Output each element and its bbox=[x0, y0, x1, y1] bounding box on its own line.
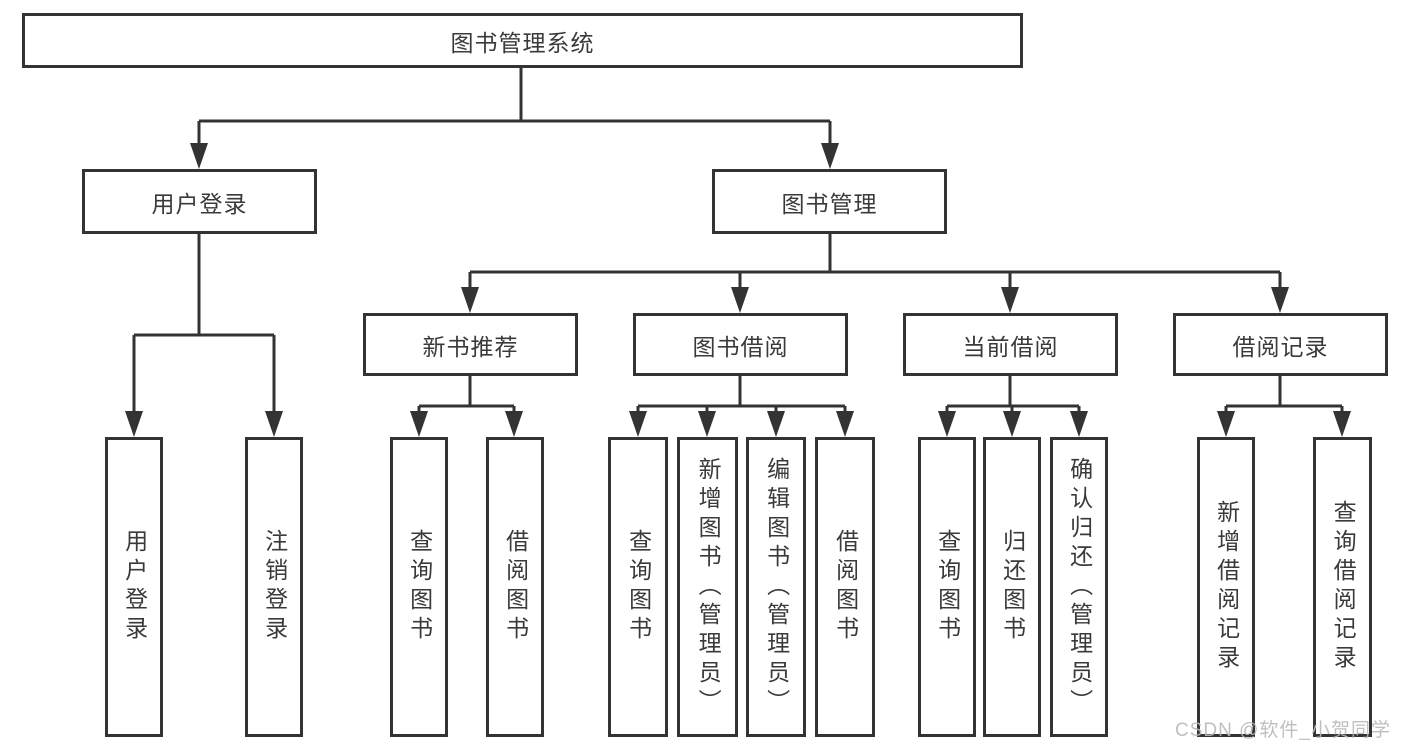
arrow-down-icon bbox=[1003, 411, 1021, 437]
connector-current-borrow-to-leaves bbox=[938, 376, 1088, 437]
leaf-bb-query-books-label: 查询图书 bbox=[625, 529, 652, 645]
connector-user-login-to-leaves bbox=[125, 233, 283, 437]
leaf-logout-label: 注销登录 bbox=[261, 529, 288, 645]
arrow-down-icon bbox=[461, 287, 479, 313]
node-book-borrowing-label: 图书借阅 bbox=[692, 333, 789, 360]
connector-new-books-to-leaves bbox=[410, 376, 523, 437]
leaf-br-query-record: 查询借阅记录 bbox=[1313, 437, 1372, 737]
node-current-borrowing: 当前借阅 bbox=[903, 313, 1118, 376]
connector-borrow-records-to-leaves bbox=[1217, 376, 1351, 437]
leaf-cb-confirm-return-admin: 确认归还（管理员） bbox=[1050, 437, 1108, 737]
arrow-down-icon bbox=[505, 411, 523, 437]
node-borrowing-records-label: 借阅记录 bbox=[1232, 333, 1329, 360]
connector-book-borrow-to-leaves bbox=[629, 376, 854, 437]
leaf-bb-edit-books-admin: 编辑图书（管理员） bbox=[746, 437, 806, 737]
leaf-bb-add-books-admin-label: 新增图书（管理员） bbox=[695, 456, 722, 718]
leaf-br-add-record: 新增借阅记录 bbox=[1197, 437, 1255, 737]
node-user-login: 用户登录 bbox=[82, 169, 317, 234]
arrow-down-icon bbox=[1070, 411, 1088, 437]
arrow-down-icon bbox=[1217, 411, 1235, 437]
leaf-nb-query-books: 查询图书 bbox=[390, 437, 448, 737]
leaf-user-login: 用户登录 bbox=[105, 437, 163, 737]
csdn-watermark: CSDN @软件_小贺同学 bbox=[1175, 720, 1391, 741]
leaf-nb-borrow-books: 借阅图书 bbox=[486, 437, 544, 737]
node-new-book-recommend-label: 新书推荐 bbox=[422, 333, 519, 360]
node-current-borrowing-label: 当前借阅 bbox=[962, 333, 1059, 360]
node-book-borrowing: 图书借阅 bbox=[633, 313, 848, 376]
arrow-down-icon bbox=[938, 411, 956, 437]
node-borrowing-records: 借阅记录 bbox=[1173, 313, 1388, 376]
arrow-down-icon bbox=[821, 143, 839, 169]
leaf-cb-return-books-label: 归还图书 bbox=[999, 529, 1026, 645]
arrow-down-icon bbox=[836, 411, 854, 437]
arrow-down-icon bbox=[629, 411, 647, 437]
leaf-br-add-record-label: 新增借阅记录 bbox=[1213, 500, 1240, 674]
arrow-down-icon bbox=[1333, 411, 1351, 437]
node-root-label: 图书管理系统 bbox=[450, 29, 595, 56]
leaf-bb-borrow-books: 借阅图书 bbox=[815, 437, 875, 737]
leaf-bb-add-books-admin: 新增图书（管理员） bbox=[677, 437, 738, 737]
node-book-management: 图书管理 bbox=[712, 169, 947, 234]
leaf-nb-borrow-books-label: 借阅图书 bbox=[502, 529, 529, 645]
leaf-bb-edit-books-admin-label: 编辑图书（管理员） bbox=[763, 456, 790, 718]
leaf-bb-query-books: 查询图书 bbox=[608, 437, 668, 737]
arrow-down-icon bbox=[410, 411, 428, 437]
connector-root-to-level2 bbox=[190, 68, 839, 169]
node-new-book-recommend: 新书推荐 bbox=[363, 313, 578, 376]
node-book-management-label: 图书管理 bbox=[781, 190, 878, 217]
leaf-cb-return-books: 归还图书 bbox=[983, 437, 1041, 737]
arrow-down-icon bbox=[1271, 287, 1289, 313]
node-user-login-label: 用户登录 bbox=[151, 190, 248, 217]
arrow-down-icon bbox=[125, 411, 143, 437]
arrow-down-icon bbox=[265, 411, 283, 437]
arrow-down-icon bbox=[731, 287, 749, 313]
leaf-cb-confirm-return-admin-label: 确认归还（管理员） bbox=[1066, 456, 1093, 718]
leaf-cb-query-books: 查询图书 bbox=[918, 437, 976, 737]
leaf-br-query-record-label: 查询借阅记录 bbox=[1330, 500, 1357, 674]
leaf-user-login-label: 用户登录 bbox=[121, 529, 148, 645]
arrow-down-icon bbox=[190, 143, 208, 169]
node-root: 图书管理系统 bbox=[22, 13, 1023, 68]
arrow-down-icon bbox=[698, 411, 716, 437]
leaf-cb-query-books-label: 查询图书 bbox=[934, 529, 961, 645]
arrow-down-icon bbox=[1001, 287, 1019, 313]
leaf-bb-borrow-books-label: 借阅图书 bbox=[832, 529, 859, 645]
leaf-logout: 注销登录 bbox=[245, 437, 303, 737]
arrow-down-icon bbox=[767, 411, 785, 437]
connector-book-mgmt-to-level3 bbox=[461, 234, 1289, 313]
leaf-nb-query-books-label: 查询图书 bbox=[406, 529, 433, 645]
